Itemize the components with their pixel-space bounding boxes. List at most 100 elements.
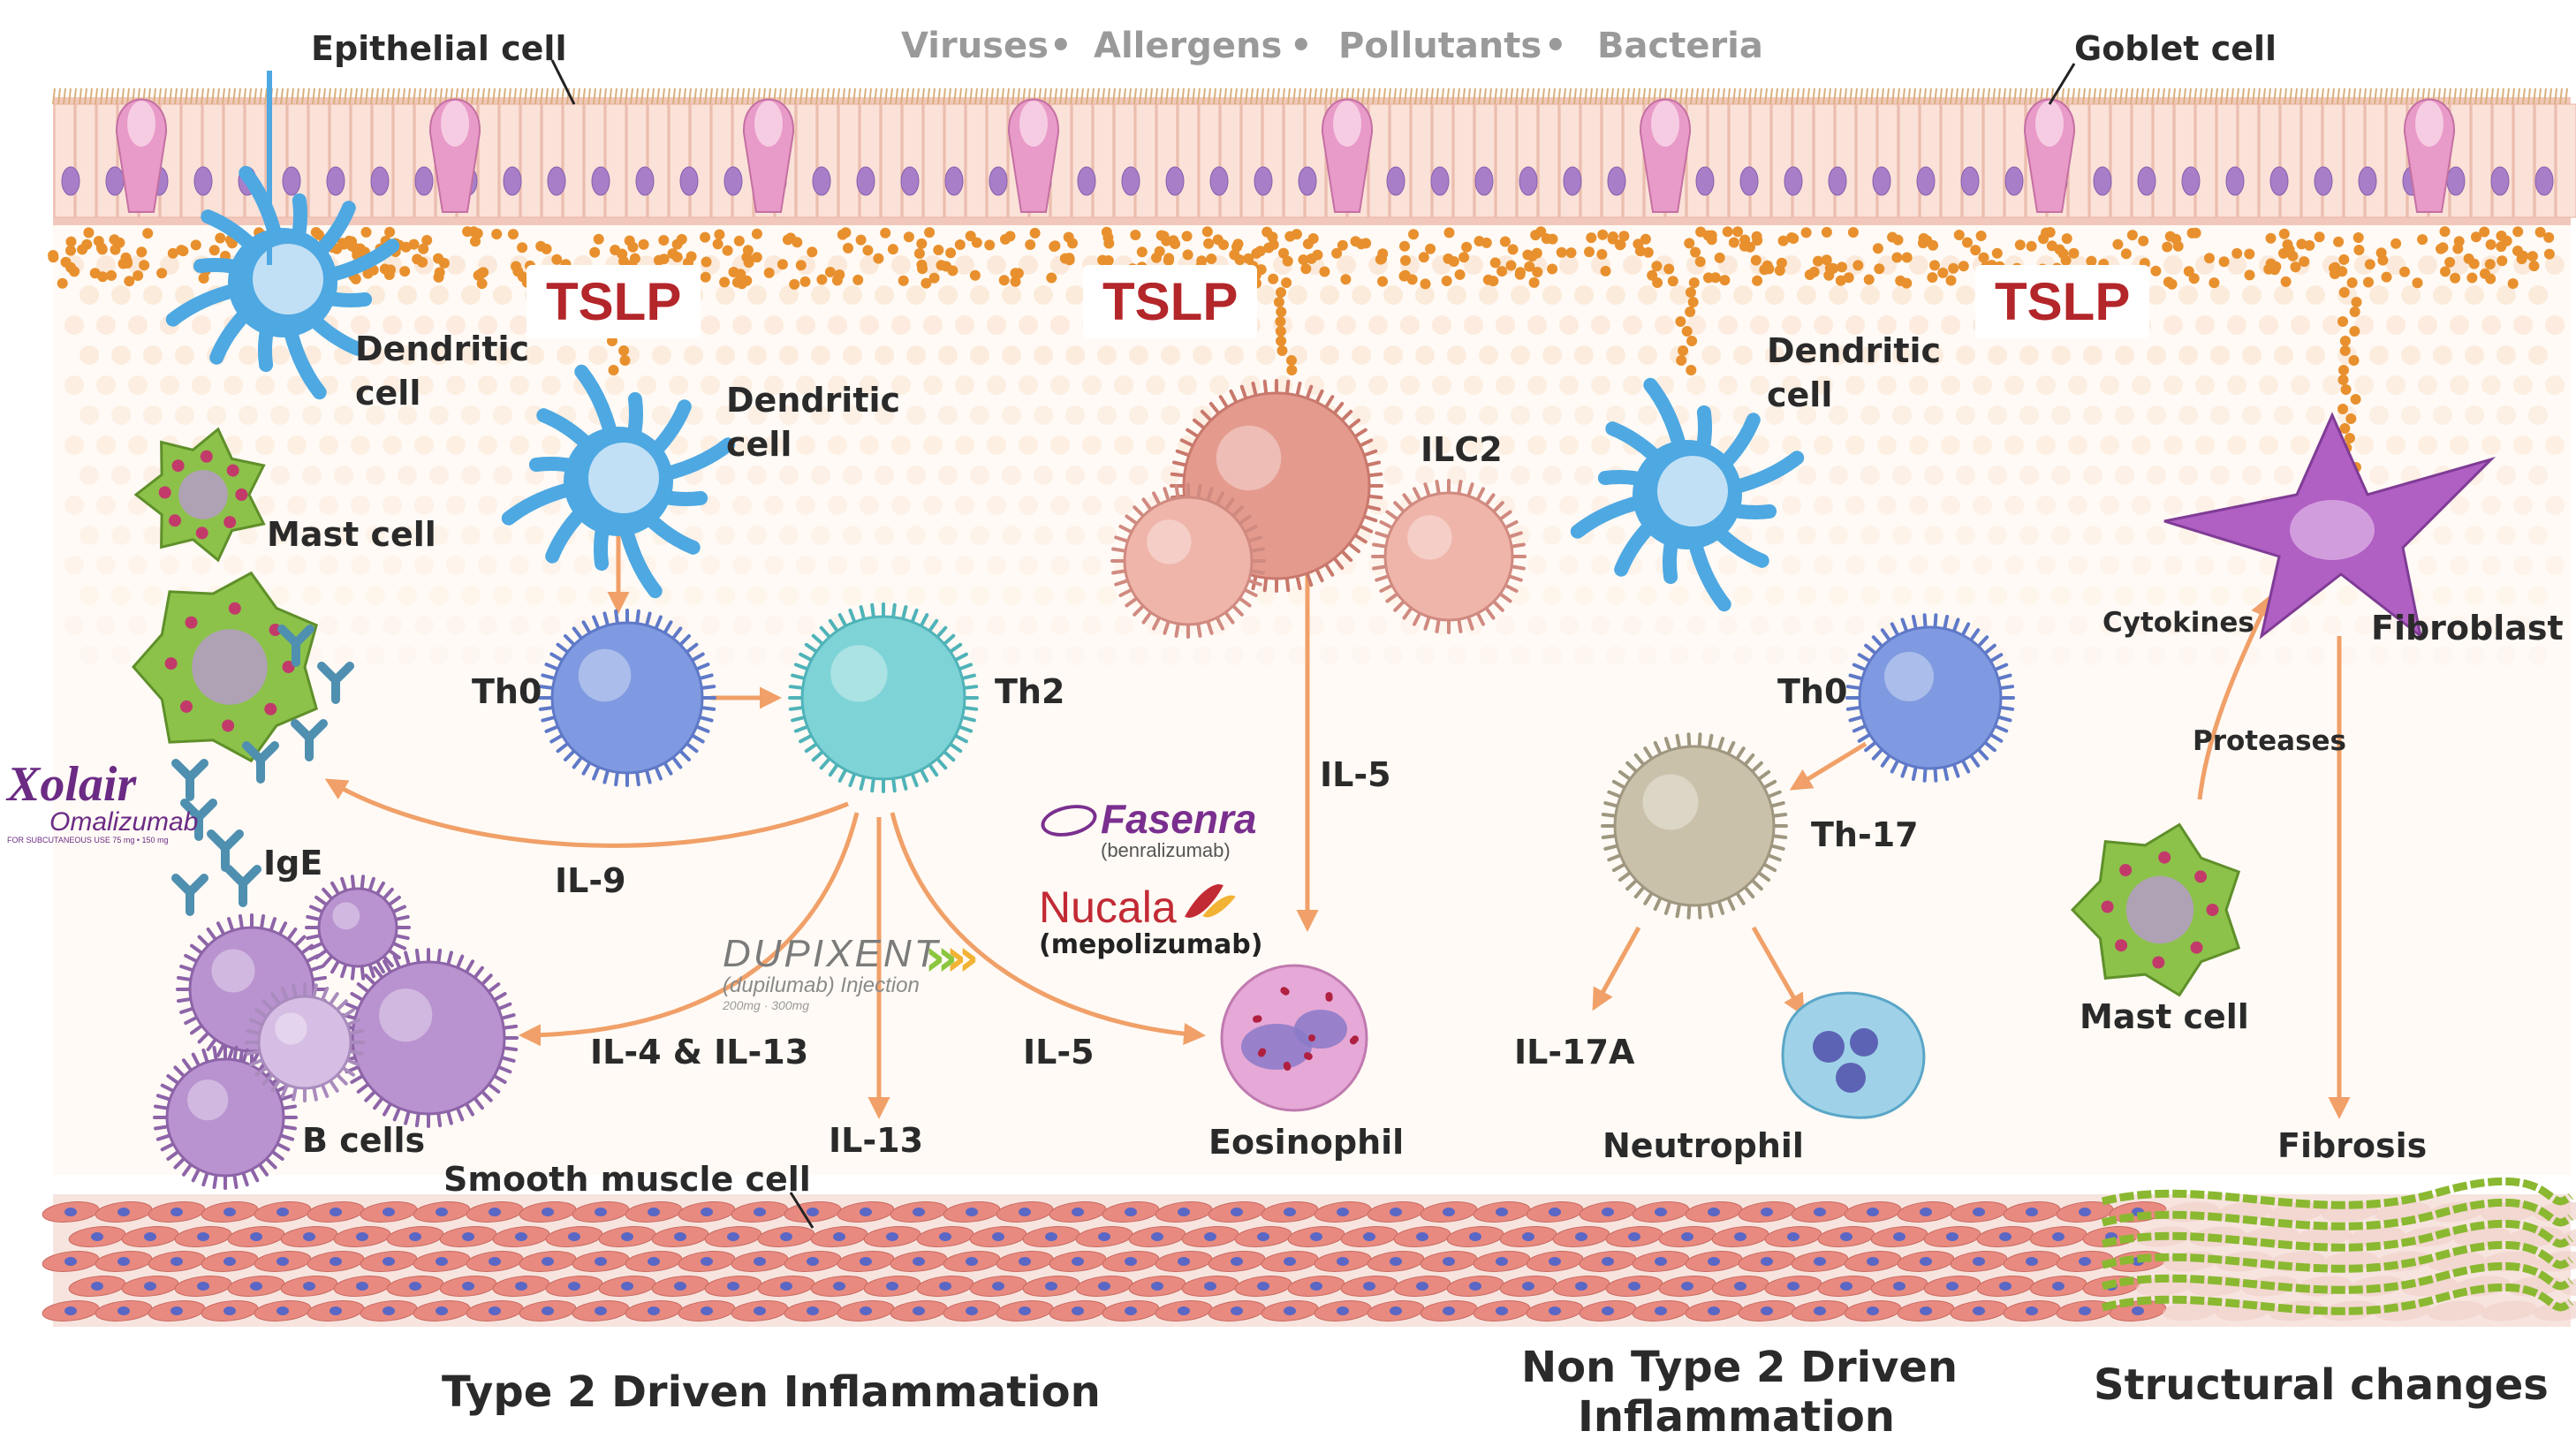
- lamina-dot: [429, 646, 449, 665]
- lamina-dot: [478, 375, 497, 395]
- lamina-dot: [923, 435, 943, 455]
- lamina-dot: [1161, 466, 1180, 485]
- cilia: [2474, 87, 2478, 105]
- b-cell: [245, 982, 365, 1102]
- muscle-nucleus: [1734, 1282, 1746, 1291]
- lamina-dot: [1941, 435, 1960, 455]
- cilia: [1436, 87, 1439, 105]
- tslp-particle: [438, 257, 450, 269]
- muscle-nucleus: [1628, 1232, 1640, 1241]
- lamina-dot: [1892, 466, 1912, 485]
- epithelial-column: [1432, 103, 1453, 218]
- lamina-dot: [1892, 285, 1912, 305]
- tslp-particle: [1937, 267, 1949, 278]
- cilia: [1690, 87, 1693, 105]
- lamina-dot: [828, 556, 847, 575]
- tslp-particle: [667, 248, 678, 260]
- tslp-stream-particle: [2345, 413, 2357, 424]
- lamina-dot: [1574, 345, 1594, 365]
- lamina-dot: [334, 646, 353, 665]
- cell-nucleus: [2290, 500, 2375, 560]
- lamina-dot: [111, 586, 131, 605]
- muscle-nucleus: [2079, 1306, 2091, 1315]
- lamina-dot: [2418, 556, 2437, 575]
- lamina-dot: [891, 435, 911, 455]
- tslp-particle: [2163, 276, 2174, 288]
- tslp-particle: [1719, 275, 1731, 286]
- tslp-particle: [2528, 261, 2540, 272]
- lamina-dot: [1623, 315, 1642, 335]
- tslp-particle: [1823, 269, 1835, 281]
- tslp-particle: [2363, 276, 2374, 288]
- granule: [1349, 1037, 1357, 1045]
- tslp-particle: [2381, 271, 2392, 283]
- cilia: [1971, 87, 1974, 105]
- cilia: [1907, 87, 1911, 105]
- lamina-dot: [1082, 496, 1102, 515]
- lamina-dot: [2083, 405, 2102, 425]
- cilia: [413, 87, 416, 105]
- lamina-dot: [1670, 586, 1689, 605]
- lamina-dot: [1034, 285, 1053, 305]
- lamina-dot: [1956, 526, 1975, 545]
- cilia: [174, 87, 178, 105]
- lamina-dot: [2195, 315, 2215, 335]
- lamina-dot: [2450, 315, 2469, 335]
- cilia: [153, 87, 156, 105]
- cilia: [2347, 87, 2351, 105]
- muscle-nucleus: [1310, 1232, 1322, 1241]
- mast-cell-right-label: Mast cell: [2080, 997, 2249, 1036]
- tslp-particle: [1406, 274, 1418, 285]
- tslp-particle: [843, 242, 853, 254]
- lamina-dot: [1097, 646, 1117, 665]
- cilia: [190, 87, 193, 105]
- lamina-dot: [2163, 616, 2183, 635]
- cilia: [248, 87, 252, 105]
- tslp-particle: [551, 254, 563, 265]
- tslp-particle: [117, 258, 129, 269]
- tslp-particle: [2290, 261, 2301, 273]
- cilia: [2125, 87, 2128, 105]
- lamina-dot: [2115, 526, 2134, 545]
- lamina-dot: [875, 586, 894, 605]
- cilia: [948, 87, 951, 105]
- lamina-dot: [1638, 586, 1657, 605]
- cilia: [360, 87, 363, 105]
- cilia: [1096, 87, 1100, 105]
- cilia: [1239, 87, 1243, 105]
- lamina-dot: [1034, 466, 1053, 485]
- lamina-dot: [2450, 496, 2469, 515]
- lamina-dot: [2227, 315, 2246, 335]
- muscle-nucleus: [1178, 1208, 1190, 1216]
- lamina-dot: [1256, 586, 1276, 605]
- lamina-dot: [588, 345, 608, 365]
- cilia: [2172, 87, 2176, 105]
- lamina-dot: [1591, 315, 1610, 335]
- lamina-dot: [510, 556, 529, 575]
- muscle-nucleus: [1602, 1306, 1614, 1315]
- lamina-dot: [2178, 405, 2198, 425]
- epithelial-column: [2344, 103, 2365, 218]
- cilia: [344, 87, 347, 105]
- tslp-stream-particle: [619, 355, 631, 366]
- lamina-dot: [1447, 405, 1466, 425]
- muscle-nucleus: [1337, 1208, 1349, 1216]
- tslp-particle: [470, 236, 481, 247]
- muscle-nucleus: [1734, 1232, 1746, 1241]
- lamina-dot: [588, 586, 608, 605]
- tslp-particle: [1752, 275, 1763, 286]
- lamina-dot: [987, 315, 1006, 335]
- lamina-dot: [160, 375, 179, 395]
- lamina-dot: [334, 526, 353, 545]
- muscle-nucleus: [1602, 1208, 1614, 1216]
- cilia: [291, 87, 294, 105]
- muscle-nucleus: [197, 1282, 209, 1291]
- th17-label: Th-17: [1811, 815, 1919, 854]
- cilia: [1769, 87, 1773, 105]
- tslp-particle: [916, 238, 928, 249]
- lamina-dot: [1511, 526, 1530, 545]
- epithelial-column: [1284, 103, 1305, 218]
- tslp-stream-particle: [2351, 297, 2362, 307]
- lamina-dot: [2337, 646, 2357, 665]
- dendritic-cell-3-label-line2: cell: [1767, 375, 1833, 414]
